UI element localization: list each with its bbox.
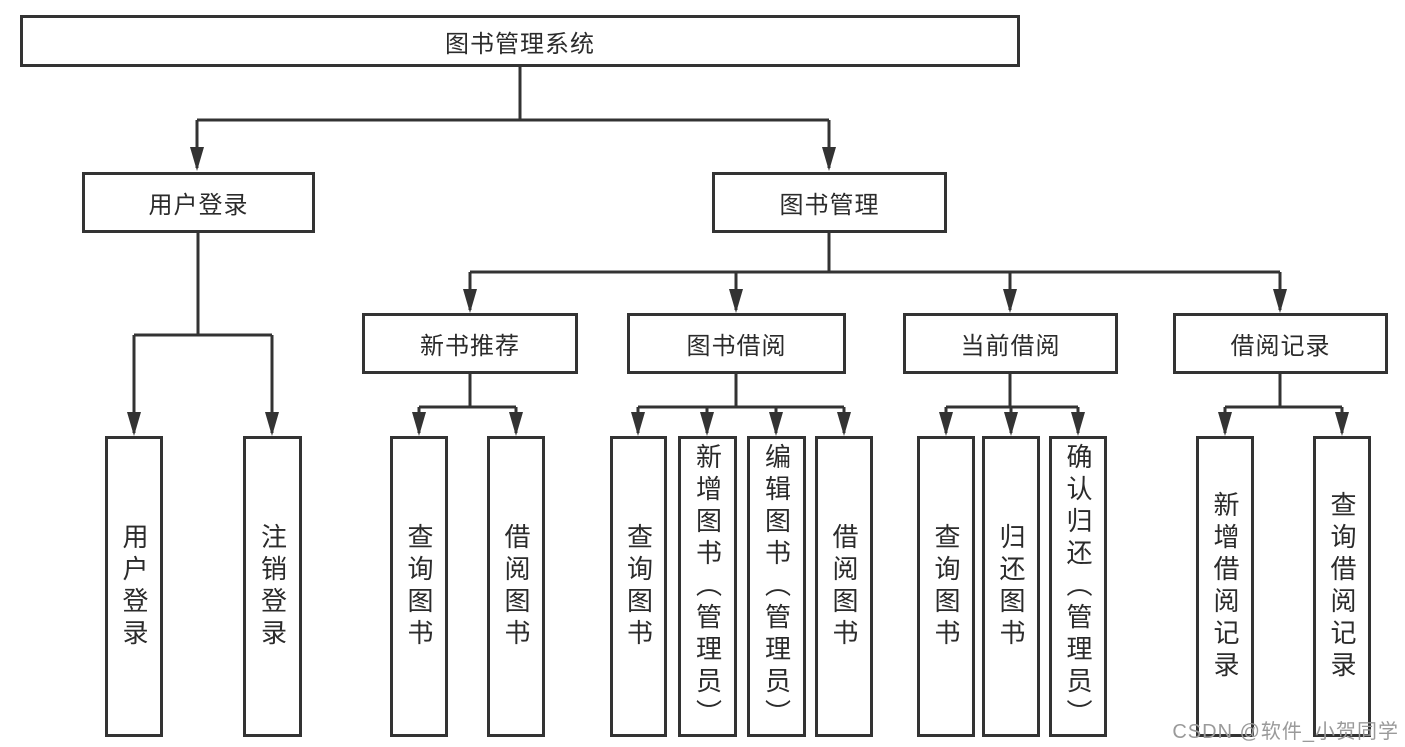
- node-label: 新书推荐: [420, 333, 520, 360]
- leaf-label: 查询图书: [404, 522, 434, 651]
- node-label: 当前借阅: [960, 333, 1061, 360]
- node-label: 借阅记录: [1230, 333, 1331, 360]
- node-current-borrowing: 当前借阅: [903, 313, 1118, 374]
- leaf-label: 新增借阅记录: [1210, 490, 1240, 683]
- node-user-login: 用户登录: [82, 172, 315, 233]
- node-label: 图书借阅: [686, 333, 787, 360]
- leaf-edit-book-admin: 编辑图书（管理员）: [747, 436, 806, 737]
- node-book-borrowing: 图书借阅: [627, 313, 846, 374]
- leaf-label: 确认归还（管理员）: [1063, 442, 1093, 731]
- leaf-label: 新增图书（管理员）: [692, 442, 723, 731]
- leaf-current-query-books: 查询图书: [917, 436, 975, 737]
- arrowheads: [127, 147, 1349, 436]
- node-book-management: 图书管理: [712, 172, 947, 233]
- leaf-newbook-query-books: 查询图书: [390, 436, 448, 737]
- leaf-label: 用户登录: [119, 522, 149, 651]
- leaf-label: 注销登录: [257, 522, 288, 651]
- leaf-borrow-borrow-books: 借阅图书: [815, 436, 873, 737]
- leaf-return-book: 归还图书: [982, 436, 1040, 737]
- leaf-label: 查询图书: [623, 522, 654, 651]
- leaf-label: 借阅图书: [829, 522, 859, 651]
- node-library-system: 图书管理系统: [20, 15, 1020, 67]
- node-label: 用户登录: [148, 192, 249, 219]
- leaf-add-book-admin: 新增图书（管理员）: [678, 436, 737, 737]
- leaf-label: 编辑图书（管理员）: [761, 442, 792, 731]
- leaf-label: 借阅图书: [501, 522, 531, 651]
- leaf-label: 归还图书: [996, 522, 1026, 651]
- leaf-label: 查询图书: [931, 522, 961, 651]
- node-label: 图书管理系统: [445, 30, 595, 58]
- leaf-logout: 注销登录: [243, 436, 302, 737]
- watermark: CSDN @软件_小贺同学: [1172, 721, 1399, 743]
- leaf-query-borrow-record: 查询借阅记录: [1313, 436, 1371, 737]
- node-label: 图书管理: [779, 192, 880, 219]
- leaf-borrow-query-books: 查询图书: [610, 436, 667, 737]
- leaf-confirm-return-admin: 确认归还（管理员）: [1049, 436, 1107, 737]
- leaf-user-login: 用户登录: [105, 436, 163, 737]
- leaf-newbook-borrow-books: 借阅图书: [487, 436, 545, 737]
- leaf-label: 查询借阅记录: [1327, 490, 1357, 683]
- node-new-book-recommend: 新书推荐: [362, 313, 578, 374]
- node-borrowing-records: 借阅记录: [1173, 313, 1388, 374]
- leaf-add-borrow-record: 新增借阅记录: [1196, 436, 1254, 737]
